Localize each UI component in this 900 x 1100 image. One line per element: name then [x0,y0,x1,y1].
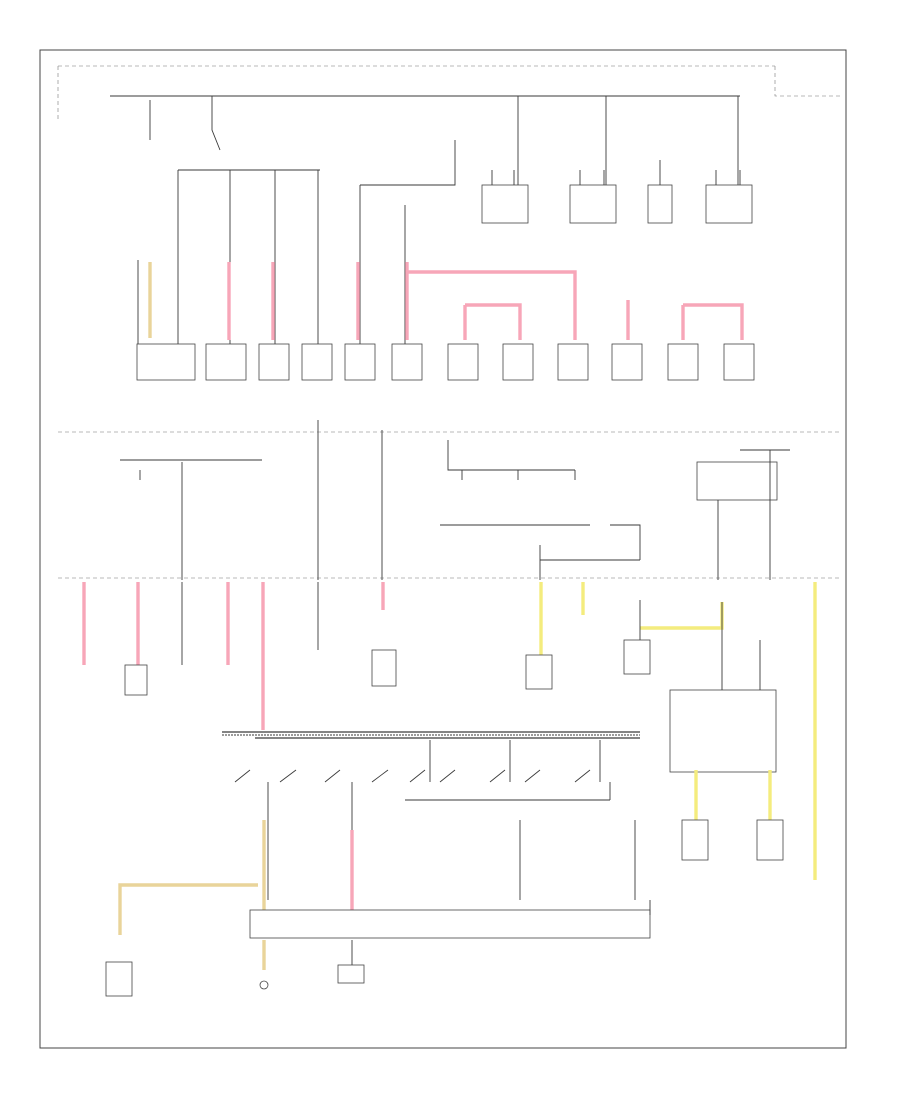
lower-module [105,819,784,997]
switch-row [234,740,636,900]
section-divider-3 [774,66,842,97]
middle-feeds [120,420,790,580]
section-divider-top [57,65,775,120]
pink-wire-top-4 [405,262,744,340]
top-fuse-block [110,95,753,345]
diagram-frame [39,49,847,1049]
yellow-wire-mid-3 [640,602,724,630]
tan-wire-low-2 [118,883,258,935]
middle-components [124,602,777,773]
ground-bus-bar [222,731,640,739]
top-components [136,343,755,381]
